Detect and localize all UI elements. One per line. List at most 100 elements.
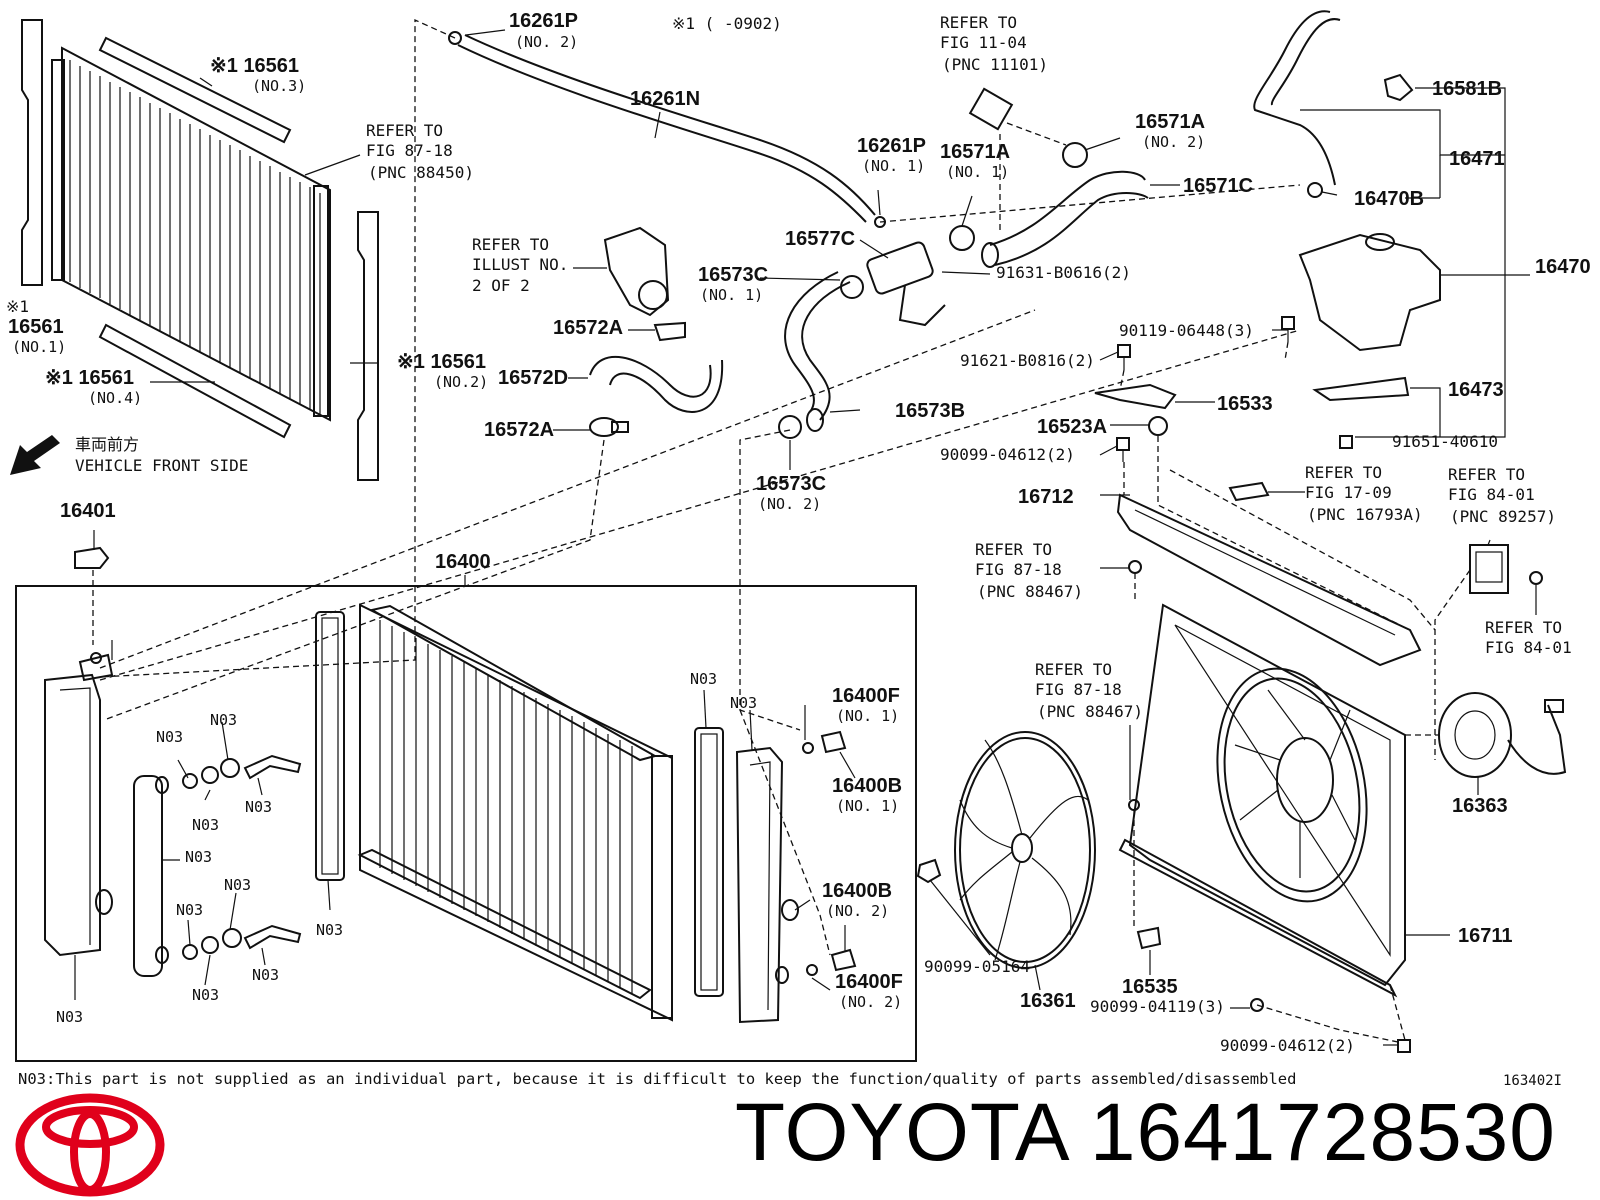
leader-lines [74, 29, 1537, 1046]
gasket-right [694, 727, 724, 997]
label-16535: 16535 [1122, 976, 1178, 998]
label-16561-no1-mark: ※1 [6, 297, 29, 316]
ref-84-01-b-2: FIG 84-01 [1485, 638, 1572, 657]
label-n03-3: N03 [192, 816, 219, 834]
hose-16572D [589, 356, 724, 413]
ref-17-09-3: (PNC 16793A) [1307, 505, 1423, 524]
ref-11-04-1: REFER TO [940, 13, 1017, 32]
label-16573C-no2: 16573C [756, 473, 826, 495]
upper-support-16712 [1116, 493, 1422, 667]
label-16561-no4: ※1 16561 [45, 367, 134, 389]
bracket-16533 [1094, 383, 1177, 410]
ref-illust-1: REFER TO [472, 235, 549, 254]
label-16523A: 16523A [1037, 416, 1107, 438]
label-n03-13: N03 [730, 694, 757, 712]
ref-87-18-c-1: REFER TO [1035, 660, 1112, 679]
label-90119: 90119-06448(3) [1119, 321, 1254, 340]
drain-16400B-no2 [806, 948, 857, 976]
label-16561-no1: 16561 [8, 316, 64, 338]
ref-illust-3: 2 OF 2 [472, 276, 530, 295]
inner-tube-left [133, 775, 169, 977]
label-16561-no2: ※1 16561 [397, 351, 486, 373]
fan-16361 [954, 731, 1096, 969]
label-16363: 16363 [1452, 795, 1508, 817]
label-16571A-no2-sub: (NO. 2) [1142, 133, 1205, 151]
labels: 16261P (NO. 2) ※1 ( -0902) 16261N 16261P… [6, 10, 1591, 1055]
label-16261P-no2: 16261P [509, 10, 578, 32]
label-n03-12: N03 [690, 670, 717, 688]
label-16561-no3: ※1 16561 [210, 55, 299, 77]
fittings-upper [182, 754, 302, 789]
label-n03-1: N03 [156, 728, 183, 746]
ref-11-04-3: (PNC 11101) [942, 55, 1048, 74]
label-16261N: 16261N [630, 88, 700, 110]
ref-87-18-c-2: FIG 87-18 [1035, 680, 1122, 699]
label-16400F-no2-sub: (NO. 2) [839, 993, 902, 1011]
label-16401: 16401 [60, 500, 116, 522]
reserve-tank-16470 [1298, 233, 1441, 352]
direction-en: VEHICLE FRONT SIDE [75, 456, 248, 475]
hose-16571C [981, 170, 1149, 268]
label-16261P-no1-sub: (NO. 1) [862, 157, 925, 175]
label-16572D: 16572D [498, 367, 568, 389]
overflow-hose-16471 [1253, 10, 1341, 186]
label-plate-16793A [1228, 481, 1270, 502]
label-16400: 16400 [435, 551, 491, 573]
label-16473: 16473 [1448, 379, 1504, 401]
label-90099-04612a: 90099-04612(2) [940, 445, 1075, 464]
label-16572A-bottom: 16572A [484, 419, 554, 441]
footnote: N03:This part is not supplied as an indi… [18, 1070, 1297, 1088]
ref-84-01-b-1: REFER TO [1485, 618, 1562, 637]
nut-16535 [1136, 926, 1162, 950]
label-16573C-no1-sub: (NO. 1) [700, 286, 763, 304]
label-90099-05164: 90099-05164 [924, 957, 1030, 976]
bolt-91651 [1339, 435, 1353, 449]
bolt-91621 [1117, 344, 1131, 370]
ref-87-18-b-2: FIG 87-18 [975, 560, 1062, 579]
fittings-lower [182, 924, 302, 960]
label-n03-10: N03 [56, 1008, 83, 1026]
seal-strip-no1 [21, 19, 43, 286]
label-16561-no1-sub: (NO.1) [12, 338, 66, 356]
label-16712: 16712 [1018, 486, 1074, 508]
ref-illust-2: ILLUST NO. [472, 255, 568, 274]
label-16400B-no2: 16400B [822, 880, 892, 902]
drain-16400B-no1 [802, 730, 847, 754]
label-91631: 91631-B0616(2) [996, 263, 1131, 282]
radiator-tank-left [44, 673, 113, 957]
direction-jp: 車両前方 [75, 435, 139, 454]
label-16577C: 16577C [785, 228, 855, 250]
label-16400F-no1-sub: (NO. 1) [836, 707, 899, 725]
radiator-tank-right [735, 746, 799, 1024]
gasket-left [315, 611, 345, 881]
label-16561-no4-sub: (NO.4) [88, 389, 142, 407]
label-16400B-no2-sub: (NO. 2) [826, 902, 889, 920]
label-16261P-no2-sub: (NO. 2) [515, 33, 578, 51]
label-16573C-no2-sub: (NO. 2) [758, 495, 821, 513]
fan-motor-16363 [1438, 692, 1567, 778]
ref-87-18-b-1: REFER TO [975, 540, 1052, 559]
clamp-16573C-no2 [778, 415, 802, 439]
label-16572A-top: 16572A [553, 317, 623, 339]
label-16571A-no1-sub: (NO. 1) [946, 163, 1009, 181]
ref-87-18-b-3: (PNC 88467) [977, 582, 1083, 601]
label-n03-7: N03 [224, 876, 251, 894]
seal-strip-no3 [98, 36, 292, 144]
brand-part-number: 1641728530 [1089, 1087, 1556, 1178]
pipe-11101 [968, 87, 1014, 131]
nut-90099-05164 [916, 858, 942, 884]
label-16571C: 16571C [1183, 175, 1253, 197]
radiator-core-16400 [357, 603, 673, 1022]
label-90099-04612b: 90099-04612(2) [1220, 1036, 1355, 1055]
label-16573C-no1: 16573C [698, 264, 768, 286]
label-16571A-no1: 16571A [940, 141, 1010, 163]
label-91651: 91651-40610 [1392, 432, 1498, 451]
ref-87-18-a-2: FIG 87-18 [366, 141, 453, 160]
hose-16573B [784, 271, 851, 432]
label-16470: 16470 [1535, 256, 1591, 278]
label-16571A-no2: 16571A [1135, 111, 1205, 133]
label-16711: 16711 [1458, 925, 1513, 947]
label-16361: 16361 [1020, 990, 1076, 1012]
label-16561-no3-sub: (NO.3) [252, 77, 306, 95]
diagram-code: 163402I [1502, 1073, 1562, 1089]
